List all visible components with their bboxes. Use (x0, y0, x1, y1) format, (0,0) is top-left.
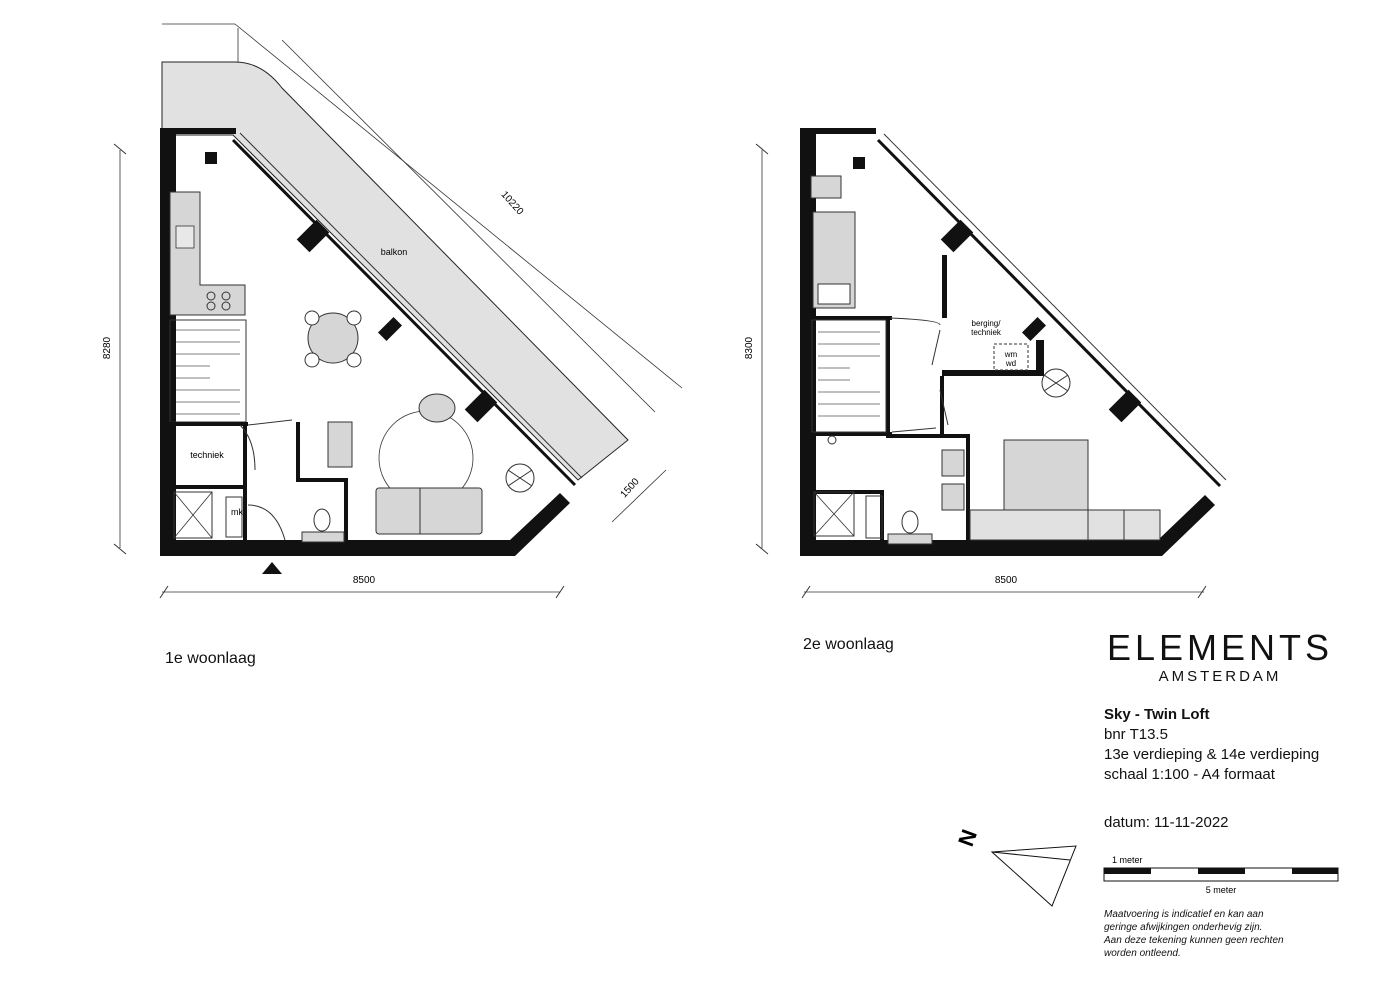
entrance-marker (262, 562, 282, 574)
sofa (375, 487, 483, 535)
kitchen-counter (169, 191, 246, 316)
tech-room-label: techniek (190, 450, 224, 460)
floor-1-title: 1e woonlaag (165, 650, 256, 667)
disclaimer-line: Maatvoering is indicatief en kan aan (1104, 909, 1264, 920)
width-dimension-1: 8500 (353, 575, 376, 586)
project-title: Sky - Twin Loft (1104, 706, 1210, 723)
storage-label-line2: techniek (971, 328, 1002, 337)
disclaimer-line: geringe afwijkingen onderhevig zijn. (1104, 922, 1263, 933)
scale-text: schaal 1:100 - A4 formaat (1104, 766, 1275, 783)
brand-logo: ELEMENTS AMSTERDAM (1100, 628, 1340, 686)
floor-plan-2: berging/ techniek wm wd 8500 8300 (744, 128, 1227, 599)
diagonal-dimension: 10220 (498, 189, 525, 217)
staircase-2 (811, 319, 887, 433)
storage-label-line1: berging/ (972, 319, 1002, 328)
date-text: datum: 11-11-2022 (1104, 814, 1229, 831)
scale-bar-bottom-label: 5 meter (1206, 885, 1237, 895)
wd-label: wd (1005, 359, 1016, 368)
height-dimension-2: 8300 (744, 336, 755, 359)
floor-levels: 13e verdieping & 14e verdieping (1104, 746, 1320, 763)
north-arrow-icon: N (953, 826, 1077, 907)
scale-bar-top-label: 1 meter (1112, 855, 1143, 865)
mk-label: mk (231, 507, 243, 517)
balcony-label: balkon (381, 247, 408, 257)
unit-number: bnr T13.5 (1104, 726, 1168, 743)
scale-bar: 1 meter 5 meter (1103, 855, 1339, 895)
balcony-area (161, 61, 629, 481)
brand-name: ELEMENTS (1106, 627, 1334, 668)
disclaimer: Maatvoering is indicatief en kan aan ger… (1104, 908, 1344, 960)
floor-2-title: 2e woonlaag (803, 636, 894, 653)
north-letter: N (953, 826, 982, 849)
disclaimer-line: worden ontleend. (1104, 948, 1181, 959)
staircase (169, 319, 247, 423)
brand-city: AMSTERDAM (1158, 668, 1282, 685)
floor-plan-1: balkon techniek mk 8500 8280 10220 1500 (102, 23, 683, 599)
project-info: Sky - Twin Loft bnr T13.5 13e verdieping… (1104, 705, 1319, 785)
height-dimension-1: 8280 (102, 336, 113, 359)
disclaimer-line: Aan deze tekening kunnen geen rechten (1104, 935, 1284, 946)
width-dimension-2: 8500 (995, 575, 1018, 586)
wm-label: wm (1004, 350, 1018, 359)
